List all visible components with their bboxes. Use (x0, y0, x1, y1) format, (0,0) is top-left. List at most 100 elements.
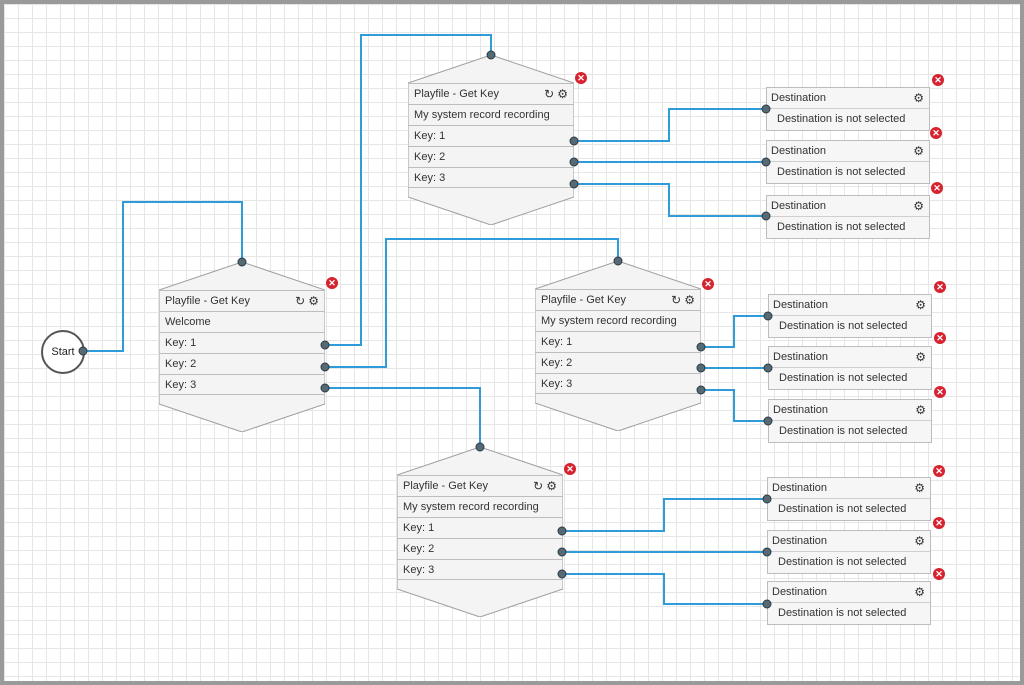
connection-wire[interactable] (562, 573, 767, 605)
connection-layer (83, 34, 768, 605)
delete-destination-icon[interactable]: ✕ (934, 332, 946, 344)
menu-node-a[interactable]: Playfile - Get Key ↻ ⚙ My system record … (408, 55, 574, 225)
delete-destination-icon[interactable]: ✕ (931, 182, 943, 194)
gear-icon[interactable]: ⚙ (914, 481, 925, 495)
gear-icon[interactable]: ⚙ (913, 91, 924, 105)
destination-input-port[interactable] (763, 416, 773, 426)
destination-input-port[interactable] (763, 363, 773, 373)
menu-b-input-port[interactable] (237, 257, 247, 267)
menu-node-b[interactable]: Playfile - Get Key ↻ ⚙ Welcome Key: 1 Ke… (159, 262, 325, 432)
destination-node[interactable]: Destination⚙ Destination is not selected (767, 477, 931, 521)
menu-a-input-port[interactable] (486, 50, 496, 60)
menu-d-key1-port[interactable] (557, 526, 567, 536)
menu-d-key2-port[interactable] (557, 547, 567, 557)
menu-d-key3-port[interactable] (557, 569, 567, 579)
menu-d-input-port[interactable] (475, 442, 485, 452)
menu-prompt: Welcome (159, 311, 325, 332)
gear-icon[interactable]: ⚙ (913, 199, 924, 213)
destination-status: Destination is not selected (779, 372, 908, 384)
delete-destination-icon[interactable]: ✕ (934, 281, 946, 293)
connection-wire[interactable] (83, 201, 243, 352)
gear-icon[interactable]: ⚙ (684, 293, 695, 307)
menu-c-input-port[interactable] (613, 256, 623, 266)
menu-key-2: Key: 2 (397, 538, 563, 559)
connection-wire[interactable] (701, 389, 768, 422)
destination-input-port[interactable] (761, 157, 771, 167)
menu-b-key2-port[interactable] (320, 362, 330, 372)
menu-a-key2-port[interactable] (569, 157, 579, 167)
menu-key-3: Key: 3 (159, 374, 325, 395)
destination-input-port[interactable] (762, 599, 772, 609)
destination-status: Destination is not selected (777, 113, 906, 125)
destination-node[interactable]: Destination⚙ Destination is not selected (766, 195, 930, 239)
destination-node[interactable]: Destination ⚙ Destination is not selected (768, 346, 932, 390)
menu-c-key3-port[interactable] (696, 385, 706, 395)
gear-icon[interactable]: ⚙ (913, 144, 924, 158)
flow-canvas[interactable]: Start Playfile - Get Key ↻ ⚙ My system r… (4, 4, 1020, 681)
destination-input-port[interactable] (761, 211, 771, 221)
refresh-icon[interactable]: ↻ (295, 294, 306, 308)
gear-icon[interactable]: ⚙ (557, 87, 568, 101)
delete-menu-b-icon[interactable]: ✕ (326, 277, 338, 289)
menu-a-key3-port[interactable] (569, 179, 579, 189)
destination-node[interactable]: Destination⚙ Destination is not selected (767, 581, 931, 625)
destination-title: Destination (772, 482, 828, 494)
menu-prompt: My system record recording (535, 310, 701, 331)
menu-c-key1-port[interactable] (696, 342, 706, 352)
destination-title: Destination (772, 535, 828, 547)
menu-key-1: Key: 1 (159, 332, 325, 353)
menu-node-d[interactable]: Playfile - Get Key ↻ ⚙ My system record … (397, 447, 563, 617)
destination-node[interactable]: Destination⚙ Destination is not selected (768, 399, 932, 443)
destination-title: Destination (771, 145, 827, 157)
gear-icon[interactable]: ⚙ (915, 403, 926, 417)
gear-icon[interactable]: ⚙ (546, 479, 557, 493)
destination-title: Destination (773, 404, 829, 416)
destination-title: Destination (773, 299, 829, 311)
delete-destination-icon[interactable]: ✕ (932, 74, 944, 86)
connection-wire[interactable] (574, 183, 766, 217)
connection-wire[interactable] (562, 498, 767, 532)
delete-destination-icon[interactable]: ✕ (934, 386, 946, 398)
gear-icon[interactable]: ⚙ (914, 534, 925, 548)
gear-icon[interactable]: ⚙ (308, 294, 319, 308)
destination-title: Destination (773, 351, 829, 363)
gear-icon[interactable]: ⚙ (915, 298, 926, 312)
destination-node[interactable]: Destination⚙ Destination is not selected (766, 87, 930, 131)
connection-wire[interactable] (325, 387, 481, 447)
gear-icon[interactable]: ⚙ (914, 585, 925, 599)
connection-wire[interactable] (701, 315, 768, 348)
connection-wire[interactable] (574, 108, 766, 142)
connection-wire[interactable] (325, 238, 619, 368)
destination-node[interactable]: Destination⚙ Destination is not selected (767, 530, 931, 574)
gear-icon[interactable]: ⚙ (915, 350, 926, 364)
menu-node-c[interactable]: Playfile - Get Key ↻ ⚙ My system record … (535, 261, 701, 431)
menu-prompt: My system record recording (408, 104, 574, 125)
start-output-port[interactable] (78, 346, 88, 356)
destination-status: Destination is not selected (777, 221, 906, 233)
connection-wire[interactable] (325, 34, 492, 346)
refresh-icon[interactable]: ↻ (533, 479, 544, 493)
menu-title: Playfile - Get Key (165, 295, 250, 307)
delete-menu-a-icon[interactable]: ✕ (575, 72, 587, 84)
menu-title-row: Playfile - Get Key ↻ ⚙ (408, 83, 574, 104)
destination-node[interactable]: Destination⚙ Destination is not selected (766, 140, 930, 184)
delete-destination-icon[interactable]: ✕ (933, 517, 945, 529)
destination-node[interactable]: Destination⚙ Destination is not selected (768, 294, 932, 338)
delete-destination-icon[interactable]: ✕ (930, 127, 942, 139)
delete-destination-icon[interactable]: ✕ (933, 568, 945, 580)
delete-menu-c-icon[interactable]: ✕ (702, 278, 714, 290)
menu-b-key1-port[interactable] (320, 340, 330, 350)
menu-node-shape (159, 262, 325, 432)
refresh-icon[interactable]: ↻ (671, 293, 682, 307)
destination-input-port[interactable] (762, 494, 772, 504)
menu-c-key2-port[interactable] (696, 363, 706, 373)
delete-destination-icon[interactable]: ✕ (933, 465, 945, 477)
destination-input-port[interactable] (763, 311, 773, 321)
destination-status: Destination is not selected (778, 607, 907, 619)
refresh-icon[interactable]: ↻ (544, 87, 555, 101)
delete-menu-d-icon[interactable]: ✕ (564, 463, 576, 475)
destination-input-port[interactable] (761, 104, 771, 114)
menu-b-key3-port[interactable] (320, 383, 330, 393)
destination-input-port[interactable] (762, 547, 772, 557)
menu-a-key1-port[interactable] (569, 136, 579, 146)
